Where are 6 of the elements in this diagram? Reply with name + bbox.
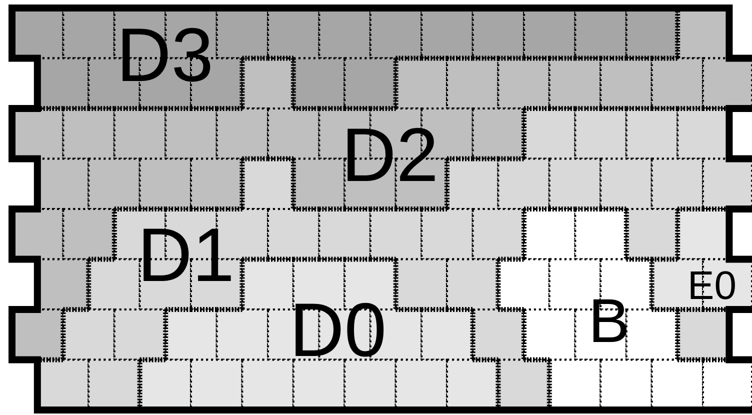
region-label: D2 xyxy=(341,118,439,194)
region-label: D0 xyxy=(289,293,387,369)
region-label: B xyxy=(588,291,630,353)
region-label: D1 xyxy=(137,218,235,294)
region-label: E0 xyxy=(688,266,736,306)
region-label: D3 xyxy=(116,18,214,94)
